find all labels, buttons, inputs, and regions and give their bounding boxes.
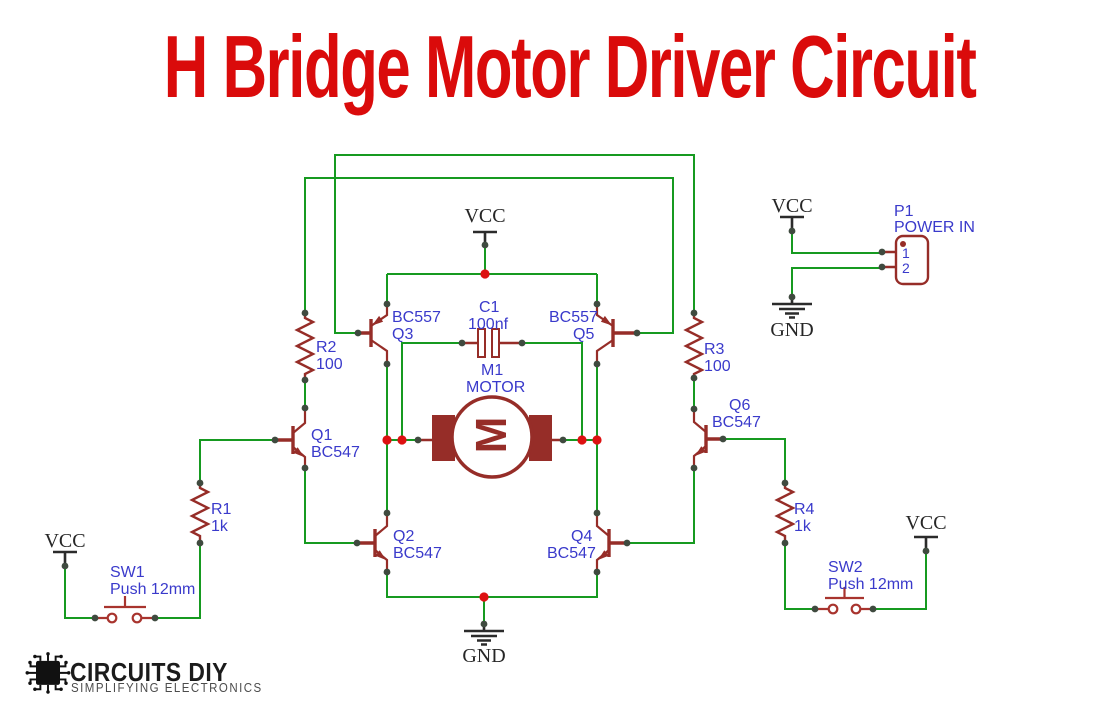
transistor-q1-symbol	[275, 410, 307, 468]
wire-p1	[790, 231, 882, 297]
motor-m1-symbol	[418, 395, 563, 479]
label-c1-value: 100nf	[468, 316, 509, 333]
resistor-r2-symbol	[294, 313, 316, 380]
label-r2-ref: R2	[316, 339, 337, 356]
gnd-label-bottom: GND	[462, 645, 506, 667]
label-p1-ref: P1	[894, 203, 914, 220]
label-r3-ref: R3	[704, 341, 725, 358]
gnd-symbol-p1	[772, 297, 812, 319]
capacitor-c1-symbol	[462, 328, 522, 358]
transistor-q4-symbol	[595, 513, 627, 572]
label-p1-pin1: 1	[902, 245, 910, 261]
wire-q6-base	[723, 437, 787, 483]
label-r2-value: 100	[316, 356, 343, 373]
label-p1-pin2: 2	[902, 260, 910, 276]
wire-q1-base	[198, 438, 275, 483]
gnd-symbol-bottom	[464, 624, 504, 646]
label-sw2-value: Push 12mm	[828, 576, 914, 593]
label-p1-value: POWER IN	[894, 219, 975, 236]
wire-c1-branch	[400, 341, 584, 440]
wire-r2-r3-bottom	[303, 378, 696, 409]
vcc-label-p1: VCC	[771, 195, 813, 217]
label-q2-value: BC547	[393, 545, 442, 562]
junction-dots	[382, 269, 602, 602]
gnd-label-p1: GND	[770, 319, 814, 341]
label-q6-value: BC547	[712, 414, 761, 431]
label-sw1-value: Push 12mm	[110, 581, 196, 598]
label-sw2-ref: SW2	[828, 559, 863, 576]
wire-sw2	[783, 543, 928, 611]
wire-crosscouple-b	[303, 176, 675, 335]
resistor-r3-symbol	[683, 313, 705, 378]
label-r1-value: 1k	[211, 518, 228, 535]
transistor-q5-symbol	[595, 304, 637, 364]
wire-q1e-q2b	[303, 468, 357, 545]
label-c1-ref: C1	[479, 299, 500, 316]
label-r1-ref: R1	[211, 501, 232, 518]
label-q5-value: BC557	[549, 309, 598, 326]
label-q3-value: BC557	[392, 309, 441, 326]
wire-pnp-collectors	[385, 364, 599, 440]
label-q4-value: BC547	[547, 545, 596, 562]
wire-q6e-q4b	[627, 468, 696, 545]
label-sw1-ref: SW1	[110, 564, 145, 581]
wire-net	[63, 153, 928, 624]
circuits-diy-chip-icon	[25, 652, 71, 694]
label-r4-ref: R4	[794, 501, 815, 518]
wire-crosscouple-a	[333, 153, 696, 335]
vcc-label-left: VCC	[44, 530, 86, 552]
label-q5-ref: Q5	[573, 326, 595, 343]
wire-vcc-rail	[385, 245, 599, 304]
label-q2-ref: Q2	[393, 528, 415, 545]
switch-sw2-symbol	[815, 587, 873, 615]
label-q3-ref: Q3	[392, 326, 414, 343]
logo-brand-text: CIRCUITS DIY	[70, 657, 228, 687]
transistor-q3-symbol	[358, 304, 389, 364]
page-title: H Bridge Motor Driver Circuit	[163, 17, 977, 116]
wire-gnd-rail	[385, 572, 599, 624]
label-q4-ref: Q4	[571, 528, 593, 545]
label-m1-ref: M1	[481, 362, 504, 379]
label-q1-ref: Q1	[311, 427, 333, 444]
label-r4-value: 1k	[794, 518, 811, 535]
vcc-label-right: VCC	[905, 512, 947, 534]
resistor-r1-symbol	[189, 483, 211, 543]
label-q1-value: BC547	[311, 444, 360, 461]
label-q6-ref: Q6	[729, 397, 751, 414]
wire-sw1	[63, 543, 202, 620]
resistor-r4-symbol	[774, 483, 796, 543]
resistors	[189, 313, 796, 543]
pin-dots	[61, 227, 930, 628]
label-m1-value: MOTOR	[466, 379, 526, 396]
logo-tagline-text: SIMPLIFYING ELECTRONICS	[71, 681, 263, 695]
motor-letter: M	[467, 416, 516, 454]
transistor-q2-symbol	[357, 513, 389, 572]
switch-sw1-symbol	[95, 596, 155, 624]
vcc-label-center: VCC	[464, 205, 506, 227]
wire-npn-collectors	[385, 440, 599, 513]
transistor-q6-symbol	[692, 410, 723, 468]
label-r3-value: 100	[704, 358, 731, 375]
